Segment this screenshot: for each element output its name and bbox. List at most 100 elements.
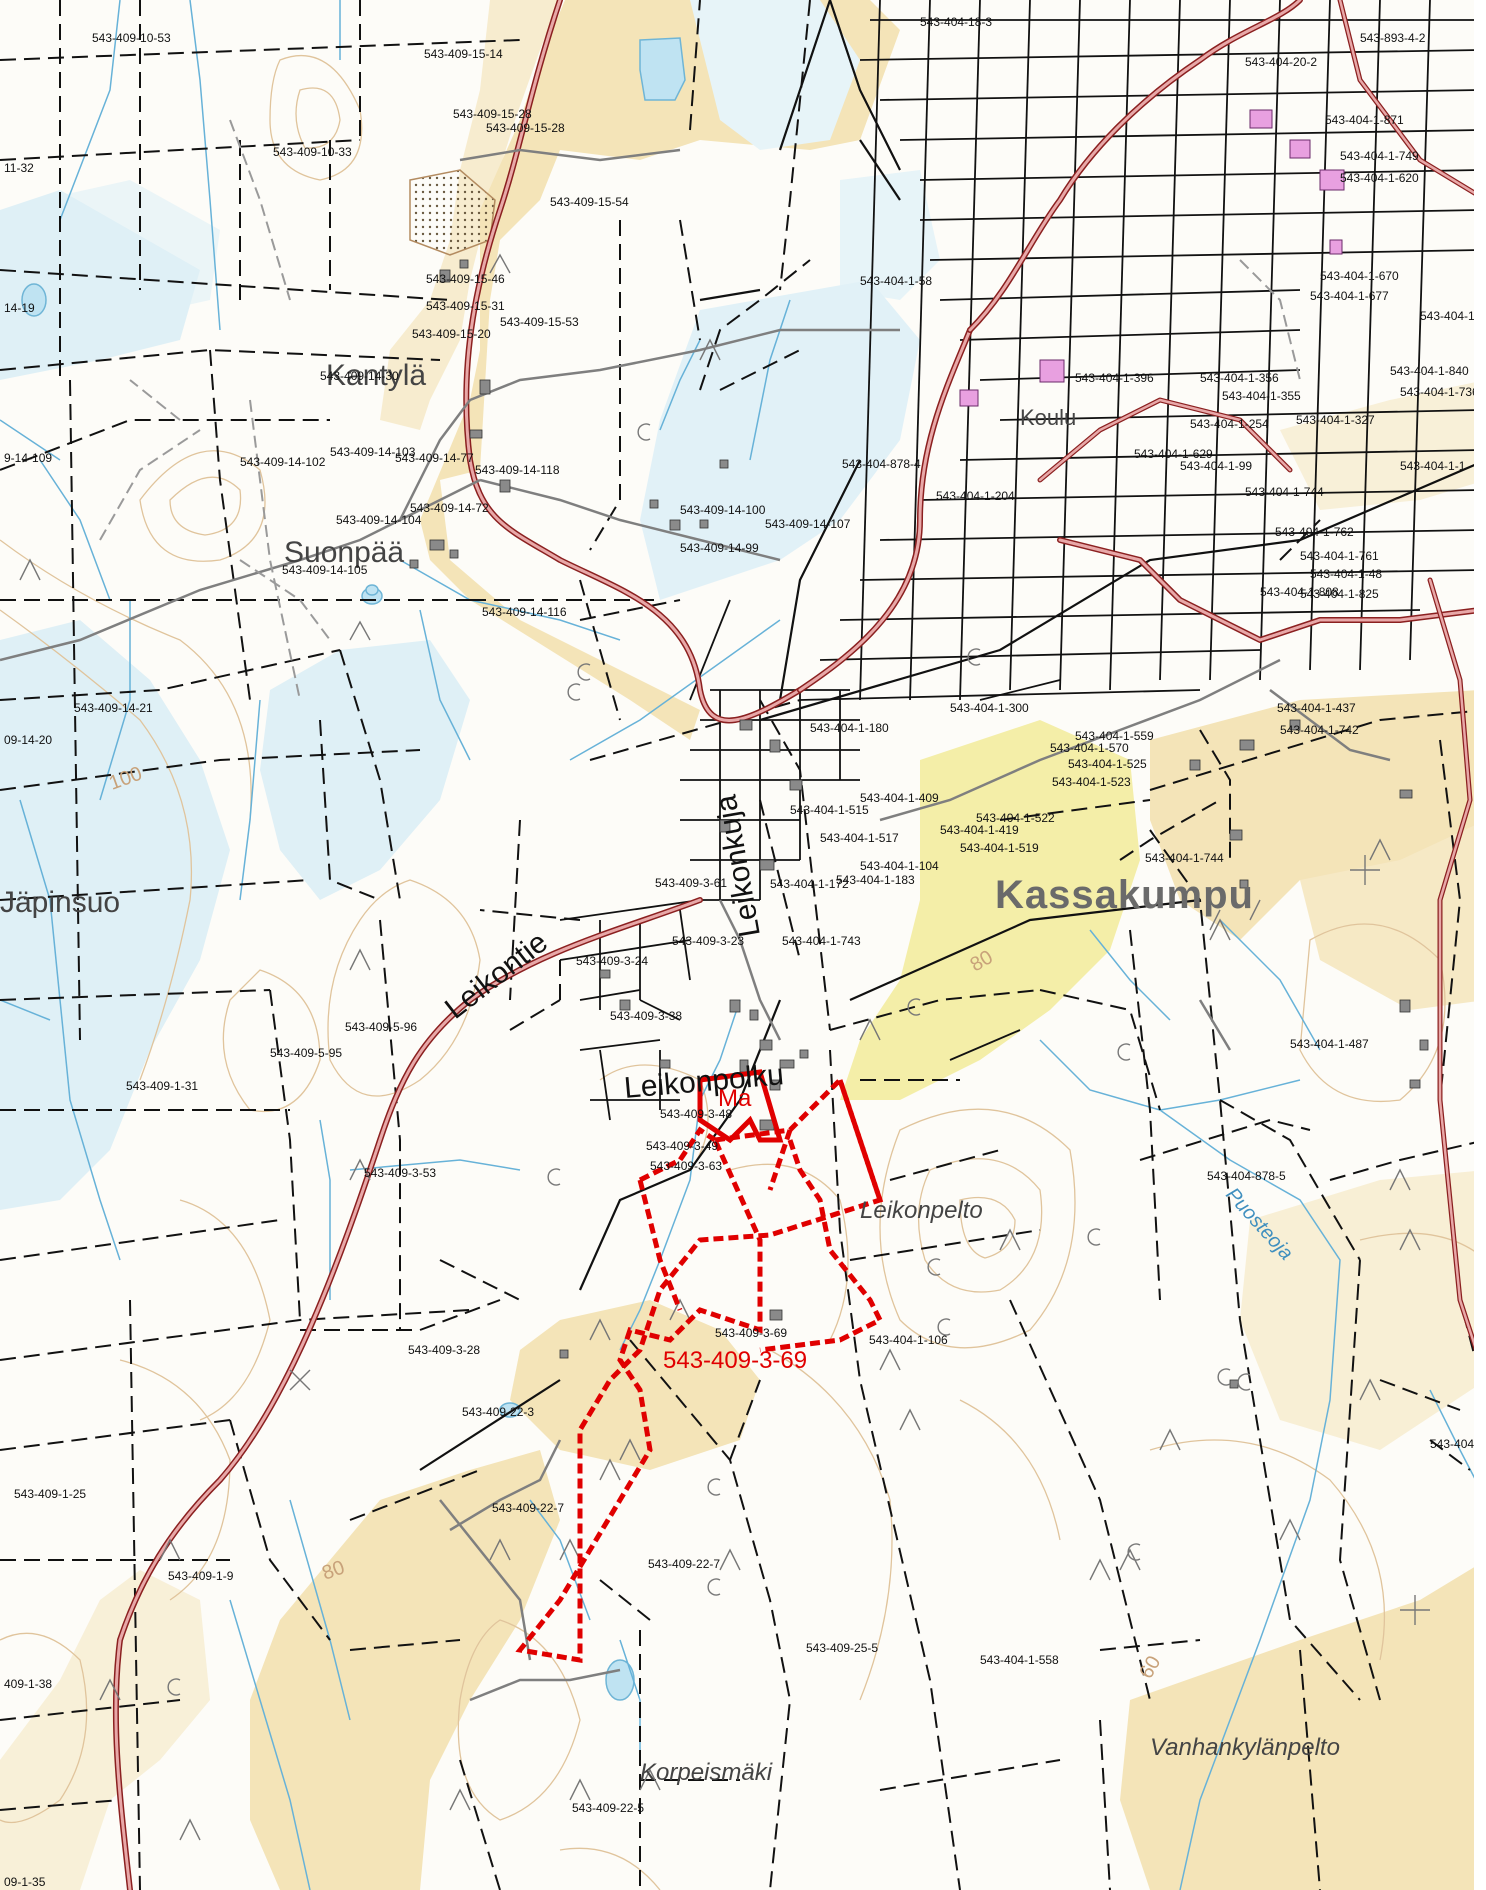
- parcel-id: 543-404-1-409: [860, 791, 939, 805]
- place-label-japinsuo: Jäpinsuo: [0, 886, 120, 919]
- parcel-id: 543-404-1-437: [1277, 701, 1356, 715]
- parcel-id: 543-404-1-300: [950, 701, 1029, 715]
- parcel-id: 543-404-1-519: [960, 841, 1039, 855]
- parcel-id: 543-404-20-2: [1245, 55, 1317, 69]
- parcel-id: 543-404-1-620: [1340, 171, 1419, 185]
- parcel-id: 543-404-1-808: [1260, 585, 1339, 599]
- parcel-id: 543-404-1-744: [1245, 485, 1324, 499]
- parcel-id: 543-404-1-48: [1310, 567, 1382, 581]
- parcel-id: 543-409-5-95: [270, 1046, 342, 1060]
- parcel-id: 543-409-5-96: [345, 1020, 417, 1034]
- parcel-id: 543-409-1-31: [126, 1079, 198, 1093]
- parcel-id: 543-893-4-2: [1360, 31, 1426, 45]
- parcel-id: 543-409-14-103: [330, 445, 416, 459]
- parcel-id: 543-409-15-14: [424, 47, 503, 61]
- parcel-id: 543-409-14-118: [475, 463, 560, 477]
- parcel-id: 543-409-15-53: [500, 315, 579, 329]
- parcel-id: 409-1-38: [4, 1677, 52, 1691]
- parcel-id: 543-404-1-743: [782, 934, 861, 948]
- parcel-id: 11-32: [4, 161, 34, 175]
- parcel-id: 543-404-1-744: [1145, 851, 1224, 865]
- parcel-id: 543-404-1-183: [836, 873, 915, 887]
- parcel-id: 543-409-22-7: [492, 1501, 564, 1515]
- parcel-id: 543-404-1-106: [869, 1333, 948, 1347]
- minor-roads: [0, 148, 1391, 1702]
- parcel-id: 543-409-15-20: [412, 327, 491, 341]
- ma-zone-boundary[interactable]: [697, 1069, 784, 1144]
- parcel-id: 543-409-22-3: [462, 1405, 534, 1419]
- zone-code-label: Ma: [718, 1085, 752, 1112]
- parcel-id: 543-404-1-677: [1310, 289, 1389, 303]
- tracks: [99, 119, 1301, 701]
- parcel-id: 543-409-14-100: [680, 503, 766, 517]
- place-label-vanhankylanpelto: Vanhankylänpelto: [1150, 1734, 1340, 1761]
- place-label-korpeismaki: Korpeismäki: [640, 1759, 773, 1786]
- parcel-id: 543-404-1-396: [1075, 371, 1154, 385]
- place-label-leikonpelto: Leikonpelto: [860, 1197, 983, 1224]
- public-buildings: [959, 109, 1345, 407]
- parcel-id: 543-409-14-99: [680, 541, 759, 555]
- parcel-id: 543-409-14-77: [395, 451, 474, 465]
- parcel-id: 14-19: [4, 301, 35, 315]
- parcel-id: 543-409-14-72: [410, 501, 489, 515]
- parcel-id: 543-409-15-28: [453, 107, 532, 121]
- parcel-id: 543-404: [1430, 1437, 1474, 1451]
- parcel-id: 543-404-1-58: [860, 274, 932, 288]
- parcel-id: 543-404-1-356: [1200, 371, 1279, 385]
- parcel-id: 543-404-1-487: [1290, 1037, 1369, 1051]
- parcel-id: 543-404-1-355: [1222, 389, 1301, 403]
- parcel-id: 543-409-15-54: [550, 195, 629, 209]
- parcel-id: 543-409-14-21: [74, 701, 153, 715]
- parcel-id: 543-409-14-104: [336, 513, 422, 527]
- parcel-id: 543-409-15-31: [426, 299, 505, 313]
- parcel-id: 543-404-1-840: [1390, 364, 1469, 378]
- parcel-id: 543-409-14-116: [482, 605, 567, 619]
- parcel-id: 543-409-3-49: [646, 1139, 718, 1153]
- parcel-id: 09-1-35: [4, 1875, 46, 1889]
- highlight-parcel-label: 543-409-3-69: [663, 1347, 807, 1374]
- parcel-id: 543-409-14-107: [765, 517, 851, 531]
- parcel-id: 543-409-22-7: [648, 1557, 720, 1571]
- parcel-id: 543-404-1-204: [936, 489, 1015, 503]
- parcel-id: 543-404-1-742: [1280, 723, 1359, 737]
- parcel-id: 543-404-1-558: [980, 1653, 1059, 1667]
- parcel-id: 543-409-15-46: [426, 272, 505, 286]
- parcel-id: 543-409-3-28: [408, 1343, 480, 1357]
- parcel-id: 543-404-1-419: [940, 823, 1019, 837]
- place-label-suonpaa: Suonpää: [284, 536, 404, 569]
- highlight-parcel-boundary[interactable]: [515, 1075, 884, 1663]
- parcel-id: 09-14-20: [4, 733, 52, 747]
- parcel-id: 543-404-1-749: [1340, 149, 1419, 163]
- parcel-id: 543-404-1-523: [1052, 775, 1131, 789]
- parcel-id: 9-14-109: [4, 451, 52, 465]
- parcel-id: 543-404-1-525: [1068, 757, 1147, 771]
- cross-symbols: [289, 855, 1430, 1625]
- place-label-koulu: Koulu: [1020, 405, 1076, 430]
- parcel-id: 543-404-1-871: [1325, 113, 1404, 127]
- terrain-symbols: [19, 253, 1421, 1841]
- parcel-id: 543-409-3-69: [715, 1326, 787, 1340]
- main-road: [112, 0, 1486, 1890]
- parcel-id: 543-409-3-63: [650, 1159, 722, 1173]
- parcel-id: 543-404-878-5: [1207, 1169, 1286, 1183]
- parcel-id: 543-404-1-761: [1300, 549, 1379, 563]
- solid-boundaries: [419, 0, 1486, 1471]
- parcel-id: 543-409-3-53: [364, 1166, 436, 1180]
- parcel-id: 543-404-1-522: [976, 811, 1055, 825]
- parcel-id: 543-409-3-23: [672, 934, 744, 948]
- parcel-id: 543-404-1-104: [860, 859, 939, 873]
- parcel-id: 543-404-1-515: [790, 803, 869, 817]
- parcel-id: 543-409-14-30: [320, 369, 399, 383]
- parcel-id: 543-404-1-762: [1275, 525, 1354, 539]
- buildings: [409, 259, 1429, 1389]
- parcel-id: 543-409-3-38: [610, 1009, 682, 1023]
- parcel-id: 543-404-878-4: [842, 457, 921, 471]
- parcel-id: 543-409-14-102: [240, 455, 326, 469]
- parcel-id: 543-404-1-825: [1300, 587, 1379, 601]
- parcel-id: 543-404-1-99: [1180, 459, 1252, 473]
- parcel-id: 543-409-14-105: [282, 563, 368, 577]
- parcel-id: 543-409-15-28: [486, 121, 565, 135]
- parcel-id: 543-404-1-327: [1296, 413, 1375, 427]
